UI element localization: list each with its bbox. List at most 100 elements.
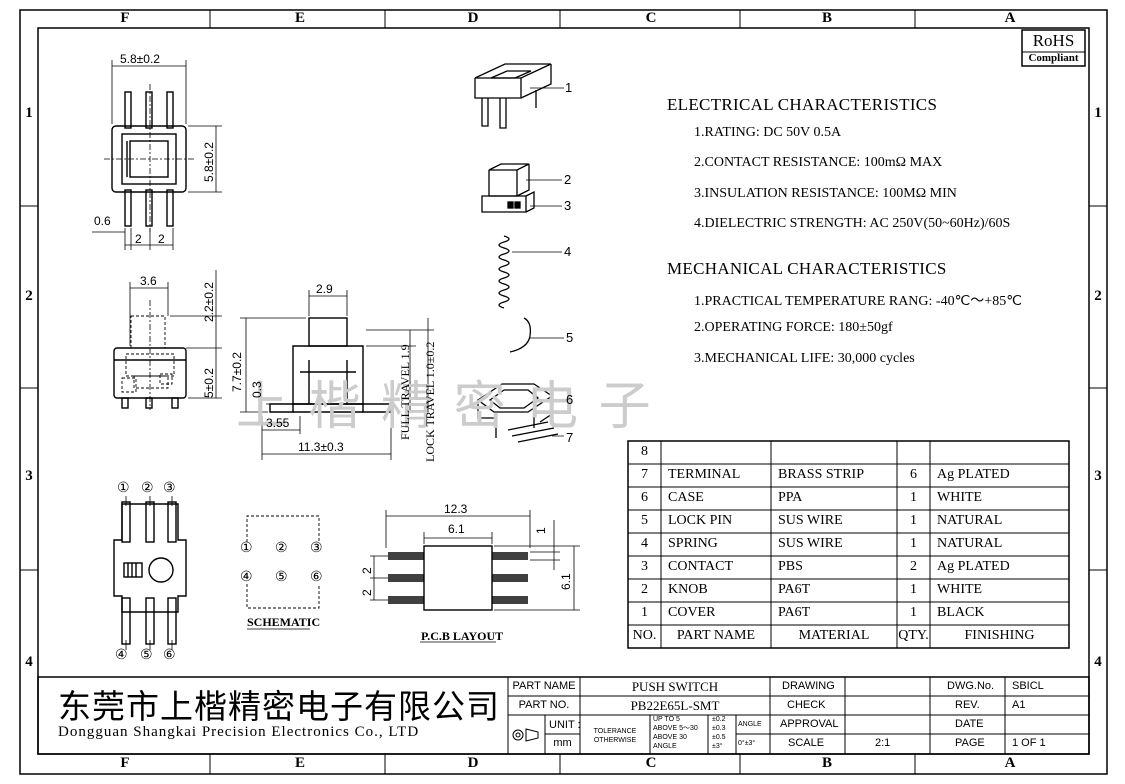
- rohs-compliant-label: Compliant: [1028, 52, 1079, 64]
- side-view-hidden: [121, 315, 175, 393]
- angle-value: 0°±3°: [738, 740, 756, 747]
- pin-label-bottom: ④: [115, 648, 128, 663]
- unit-value: mm: [553, 737, 572, 749]
- dim-top-height: 5.8±0.2: [202, 142, 216, 182]
- bom-qty: 6: [910, 467, 917, 482]
- zone-col-top-d: D: [467, 10, 479, 26]
- bom-qty: 1: [910, 605, 917, 620]
- page-label: PAGE: [955, 737, 985, 749]
- callout-2: 2: [564, 172, 572, 187]
- bom-no: 2: [641, 582, 648, 597]
- rohs-box: [1021, 29, 1086, 67]
- bom-material: PPA: [778, 490, 803, 505]
- bom-qty: 1: [910, 490, 917, 505]
- electrical-item: 1.RATING: DC 50V 0.5A: [694, 125, 842, 140]
- dim-offset: 3.55: [266, 416, 290, 430]
- zone-row-right-1: 1: [1094, 105, 1102, 121]
- pin-label-top: ①: [117, 481, 130, 496]
- bom-qty: 1: [910, 536, 917, 551]
- electrical-item: 4.DIELECTRIC STRENGTH: AC 250V(50~60Hz)/…: [694, 216, 1011, 231]
- schematic-pin: ③: [310, 541, 323, 556]
- otherwise-label: OTHERWISE: [593, 737, 637, 744]
- bom-qty: 2: [910, 559, 917, 574]
- zone-col-bottom-b: B: [821, 755, 832, 771]
- part-name-value: PUSH SWITCH: [631, 679, 719, 694]
- dwg-no-value: SBICL: [1012, 680, 1044, 692]
- bom-part-name: CASE: [668, 490, 704, 505]
- bom-no: 8: [641, 444, 648, 459]
- rev-label: REV.: [955, 699, 980, 711]
- part-no-label: PART NO.: [518, 699, 570, 711]
- bom-material: BRASS STRIP: [778, 467, 864, 482]
- part-no-value: PB22E65L-SMT: [630, 698, 720, 713]
- schematic-pin: ⑤: [275, 570, 288, 585]
- pcb-layout-label: P.C.B LAYOUT: [421, 629, 504, 643]
- bom-finishing: WHITE: [937, 490, 983, 505]
- dim-pin-width: 0.6: [94, 214, 111, 228]
- bom-material: PA6T: [778, 582, 811, 597]
- outer-border: [19, 9, 1108, 775]
- zone-col-top-f: F: [120, 10, 130, 26]
- tol-range: UP TO 5: [653, 716, 680, 723]
- tol-value: ±0.3: [712, 725, 726, 732]
- bom-grid: [627, 440, 1070, 649]
- scale-value: 2:1: [875, 737, 891, 749]
- rohs-label: RoHS: [1032, 31, 1075, 50]
- bom-header-material: MATERIAL: [798, 628, 870, 643]
- bom-no: 1: [641, 605, 648, 620]
- tol-value: ±0.2: [712, 716, 726, 723]
- schematic-lines: [246, 515, 320, 609]
- zone-row-right-3: 3: [1094, 468, 1102, 484]
- schematic-label: SCHEMATIC: [247, 615, 321, 629]
- bom-material: SUS WIRE: [778, 513, 843, 528]
- dim-top-width: 5.8±0.2: [120, 52, 160, 66]
- callout-7: 7: [566, 430, 574, 445]
- electrical-item: 2.CONTACT RESISTANCE: 100mΩ MAX: [694, 155, 943, 170]
- bom-header-part-name: PART NAME: [676, 628, 756, 643]
- schematic-pin: ④: [240, 570, 253, 585]
- mechanical-item: 2.OPERATING FORCE: 180±50gf: [694, 320, 893, 335]
- bom-qty: 1: [910, 513, 917, 528]
- electrical-title: ELECTRICAL CHARACTERISTICS: [667, 95, 938, 114]
- leader-lines: [512, 87, 564, 437]
- page-value: 1 OF 1: [1012, 737, 1046, 749]
- bom-header-no: NO.: [632, 628, 657, 643]
- callout-4: 4: [564, 244, 572, 259]
- bom-no: 4: [641, 536, 648, 551]
- zone-col-bottom-f: F: [120, 755, 130, 771]
- bom-part-name: TERMINAL: [668, 467, 741, 482]
- zone-row-left-3: 3: [25, 468, 33, 484]
- bom-header-qty: QTY.: [898, 628, 929, 643]
- exploded-parts: [474, 63, 559, 443]
- callout-5: 5: [566, 330, 574, 345]
- tolerance-label: TOLERANCE: [593, 728, 637, 735]
- tol-value: ±3°: [712, 743, 723, 750]
- tol-range: ANGLE: [653, 743, 677, 750]
- mechanical-item: 1.PRACTICAL TEMPERATURE RANG: -40℃～+85℃: [694, 294, 1022, 309]
- zone-col-bottom-a: A: [1004, 755, 1016, 771]
- schematic-pin: ⑥: [310, 570, 323, 585]
- dim-pcb-pitch-b: 2: [360, 589, 374, 596]
- electrical-item: 3.INSULATION RESISTANCE: 100MΩ MIN: [694, 186, 957, 201]
- bom-finishing: Ag PLATED: [937, 467, 1010, 482]
- zone-col-top-a: A: [1004, 10, 1016, 26]
- dim-pcb-pad: 1: [534, 527, 548, 534]
- bom-part-name: COVER: [668, 605, 716, 620]
- tol-range: ABOVE 30: [653, 734, 687, 741]
- dim-pcb-total: 12.3: [444, 502, 468, 516]
- bom-qty: 1: [910, 582, 917, 597]
- approval-label: APPROVAL: [780, 718, 839, 730]
- dim-overall-length: 11.3±0.3: [298, 440, 344, 454]
- check-label: CHECK: [787, 699, 826, 711]
- zone-row-right-4: 4: [1094, 654, 1102, 670]
- pin-label-bottom: ⑤: [140, 648, 153, 663]
- callout-3: 3: [564, 198, 572, 213]
- company-watermark: 上 楷 精 密 电 子: [236, 377, 653, 437]
- date-label: DATE: [955, 718, 984, 730]
- bom-no: 6: [641, 490, 648, 505]
- drawing-label: DRAWING: [782, 680, 835, 692]
- schematic-pin: ①: [240, 541, 253, 556]
- mechanical-title: MECHANICAL CHARACTERISTICS: [667, 259, 947, 278]
- rev-value: A1: [1012, 699, 1026, 711]
